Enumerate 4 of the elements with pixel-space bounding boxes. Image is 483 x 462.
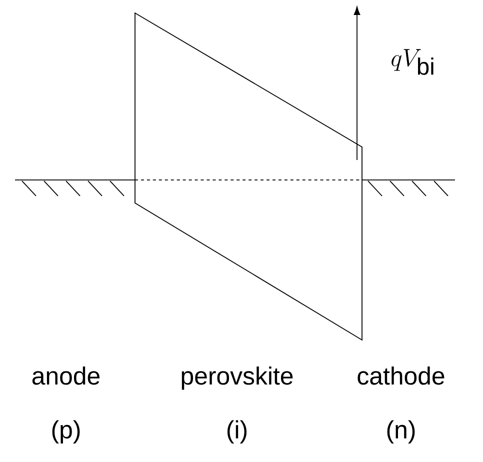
formula-label: $qV_{\mathrm{bi}}$ [392, 49, 434, 75]
layer-label: anode (p) [32, 366, 100, 444]
layer-label: cathode (n) [358, 366, 444, 444]
layer-label: perovskite (i) [182, 366, 293, 444]
